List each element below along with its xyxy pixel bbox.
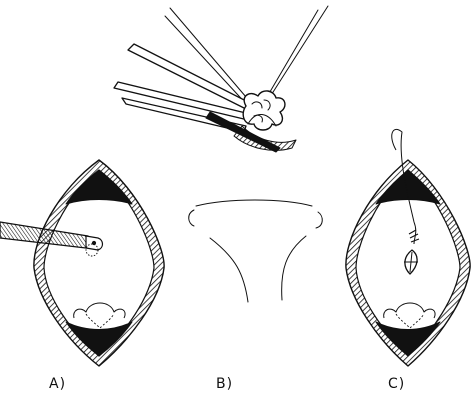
panel-label-c: C) xyxy=(388,376,405,392)
tissue-outline-left xyxy=(210,238,248,302)
tissue-outline-top xyxy=(196,200,312,206)
panel-label-a: A) xyxy=(49,376,66,392)
grasped-tissue xyxy=(243,91,285,130)
panel-b-diagram xyxy=(189,200,323,302)
panel-c-diagram xyxy=(346,129,470,366)
tissue-outline-right xyxy=(282,236,306,300)
hook-right xyxy=(316,212,322,228)
hook-left xyxy=(189,210,194,226)
panel-label-b: B) xyxy=(216,376,233,392)
top-forceps-scene xyxy=(114,6,328,152)
suture-thread xyxy=(165,16,250,108)
suture-thread xyxy=(268,6,328,100)
panel-a-diagram xyxy=(0,160,164,366)
suture-thread xyxy=(264,10,318,102)
